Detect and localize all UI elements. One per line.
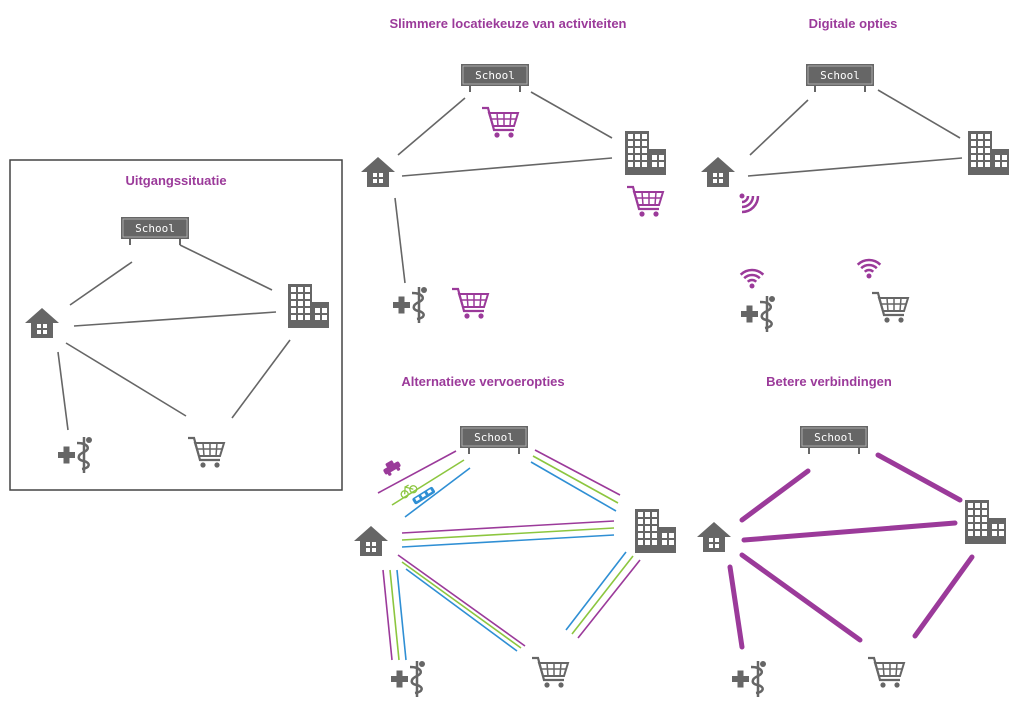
office-building-icon (635, 509, 676, 553)
shopping-cart-icon (450, 287, 490, 320)
shopping-cart-icon (186, 436, 226, 469)
healthcare-icon (56, 435, 94, 475)
wifi-signal-icon (738, 192, 760, 214)
connection-home-work (73, 311, 277, 327)
panel-title: Alternatieve vervoeropties (401, 374, 564, 389)
house-icon (701, 157, 735, 187)
car-icon (383, 460, 401, 476)
panel-title: Betere verbindingen (766, 374, 892, 389)
connection-home-work (401, 520, 615, 548)
school-sign-icon: School (805, 63, 875, 93)
school-sign-label: School (135, 222, 175, 235)
house-icon (361, 157, 395, 187)
connection-work-shop (912, 554, 975, 639)
office-building-icon (965, 500, 1006, 544)
connection-home-school (739, 468, 811, 523)
connection-home-shop (739, 552, 863, 643)
school-sign-icon: School (799, 425, 869, 455)
house-icon (25, 308, 59, 338)
connection-home-health (382, 569, 407, 661)
school-sign-icon: School (460, 63, 530, 93)
office-building-icon (288, 284, 329, 328)
connection-home-school (749, 99, 809, 156)
connection-home-shop (397, 554, 526, 652)
connection-home-work (741, 520, 958, 543)
connection-home-school (69, 261, 133, 306)
healthcare-icon (739, 294, 777, 334)
shopping-cart-icon (870, 291, 910, 324)
connection-home-health (394, 197, 406, 284)
connection-home-health (57, 351, 69, 431)
connection-home-work (401, 157, 613, 177)
shopping-cart-icon (625, 185, 665, 218)
school-sign-icon: School (120, 216, 190, 246)
healthcare-icon (389, 659, 427, 699)
school-sign-label: School (820, 69, 860, 82)
panel-betere-verbindingen: Betere verbindingen School (697, 374, 1006, 699)
school-sign-icon: School (459, 425, 529, 455)
connection-school-work (877, 89, 961, 139)
connection-work-shop (231, 339, 291, 419)
connection-home-health (727, 564, 745, 650)
school-sign-label: School (475, 69, 515, 82)
connection-home-school (397, 97, 466, 156)
shopping-cart-icon (866, 656, 906, 689)
train-icon (412, 487, 436, 505)
connection-school-work (179, 244, 273, 291)
panel-title: Digitale opties (809, 16, 898, 31)
wifi-signal-icon (854, 252, 884, 281)
connection-school-work (875, 452, 963, 503)
panel-digitale-opties: Digitale opties School (701, 16, 1009, 334)
connection-school-work (530, 449, 621, 512)
connection-home-shop (65, 342, 187, 417)
panel-title: Slimmere locatiekeuze van activiteiten (390, 16, 627, 31)
shopping-cart-icon (530, 656, 570, 689)
connection-work-shop (565, 551, 641, 639)
wifi-signal-icon (737, 262, 767, 291)
house-icon (697, 522, 731, 552)
house-icon (354, 526, 388, 556)
panel-title: Uitgangssituatie (125, 173, 226, 188)
school-sign-label: School (474, 431, 514, 444)
connection-school-work (530, 91, 613, 139)
bicycle-icon (400, 484, 418, 499)
panel-uitgangssituatie: Uitgangssituatie School (9, 159, 343, 491)
panel-frame (9, 159, 343, 491)
school-sign-label: School (814, 431, 854, 444)
healthcare-icon (391, 285, 429, 325)
office-building-icon (968, 131, 1009, 175)
panel-alternatieve-vervoeropties: Alternatieve vervoeropties (354, 374, 676, 699)
connection-home-work (747, 157, 963, 177)
shopping-cart-icon (480, 106, 520, 139)
panel-slimmere-locatiekeuze: Slimmere locatiekeuze van activiteiten S… (361, 16, 666, 325)
healthcare-icon (730, 659, 768, 699)
office-building-icon (625, 131, 666, 175)
